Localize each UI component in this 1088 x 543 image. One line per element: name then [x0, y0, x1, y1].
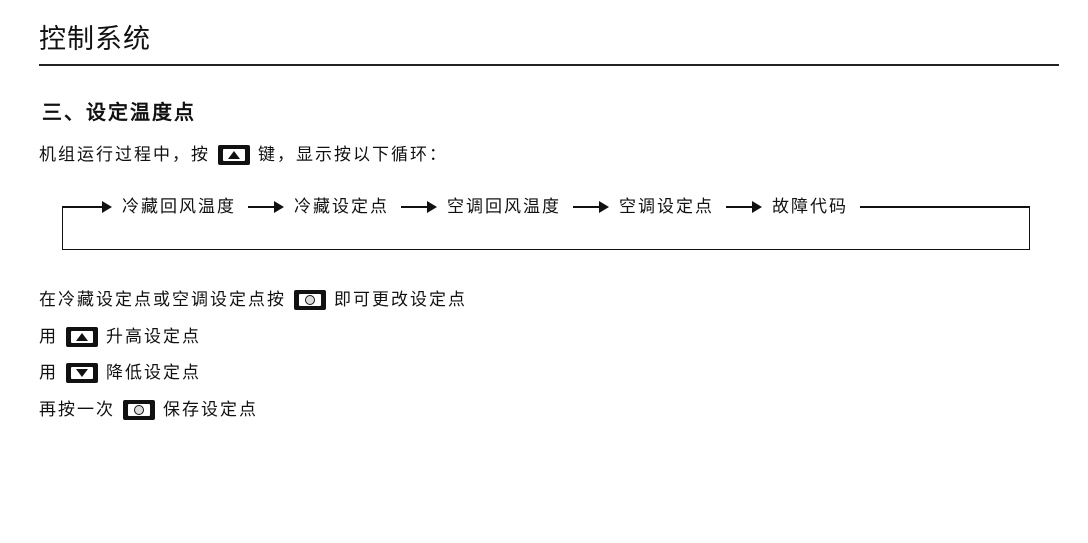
page-title: 控制系统 — [39, 24, 151, 55]
cycle-step: 空调设定点 — [607, 194, 726, 220]
intro-text-after: 键，显示按以下循环： — [258, 145, 448, 165]
instruction-text: 再按一次 — [39, 400, 115, 420]
cycle-step: 故障代码 — [760, 194, 860, 220]
flow-arrow-icon — [573, 201, 609, 213]
down-arrow-key-icon — [66, 363, 98, 383]
flow-arrow-icon — [62, 201, 112, 213]
title-divider — [39, 64, 1059, 66]
instruction-text: 即可更改设定点 — [334, 290, 467, 310]
instruction-text: 在冷藏设定点或空调设定点按 — [39, 290, 286, 310]
cycle-return-line — [62, 206, 1030, 250]
intro-text-before: 机组运行过程中，按 — [39, 145, 210, 165]
instruction-text: 保存设定点 — [163, 400, 258, 420]
display-cycle-flow: 冷藏回风温度 冷藏设定点 空调回风温度 空调设定点 故障代码 — [62, 194, 1030, 220]
instruction-text: 用 — [39, 363, 58, 383]
flow-arrow-icon — [726, 201, 762, 213]
instruction-text: 降低设定点 — [106, 363, 201, 383]
instruction-change-setpoint: 在冷藏设定点或空调设定点按 即可更改设定点 — [39, 287, 467, 313]
up-arrow-key-icon — [218, 145, 250, 165]
instruction-save-setpoint: 再按一次 保存设定点 — [39, 397, 258, 423]
instruction-lower-setpoint: 用 降低设定点 — [39, 360, 201, 386]
select-key-icon — [294, 290, 326, 310]
cycle-step: 冷藏回风温度 — [110, 194, 248, 220]
instruction-text: 用 — [39, 327, 58, 347]
instruction-raise-setpoint: 用 升高设定点 — [39, 324, 201, 350]
up-arrow-key-icon — [66, 327, 98, 347]
intro-line: 机组运行过程中，按 键，显示按以下循环： — [39, 142, 448, 168]
cycle-step: 冷藏设定点 — [282, 194, 401, 220]
cycle-step: 空调回风温度 — [435, 194, 573, 220]
section-heading: 三、设定温度点 — [42, 100, 196, 124]
instruction-text: 升高设定点 — [106, 327, 201, 347]
flow-line-end — [860, 206, 1030, 208]
flow-arrow-icon — [248, 201, 284, 213]
select-key-icon — [123, 400, 155, 420]
flow-arrow-icon — [401, 201, 437, 213]
